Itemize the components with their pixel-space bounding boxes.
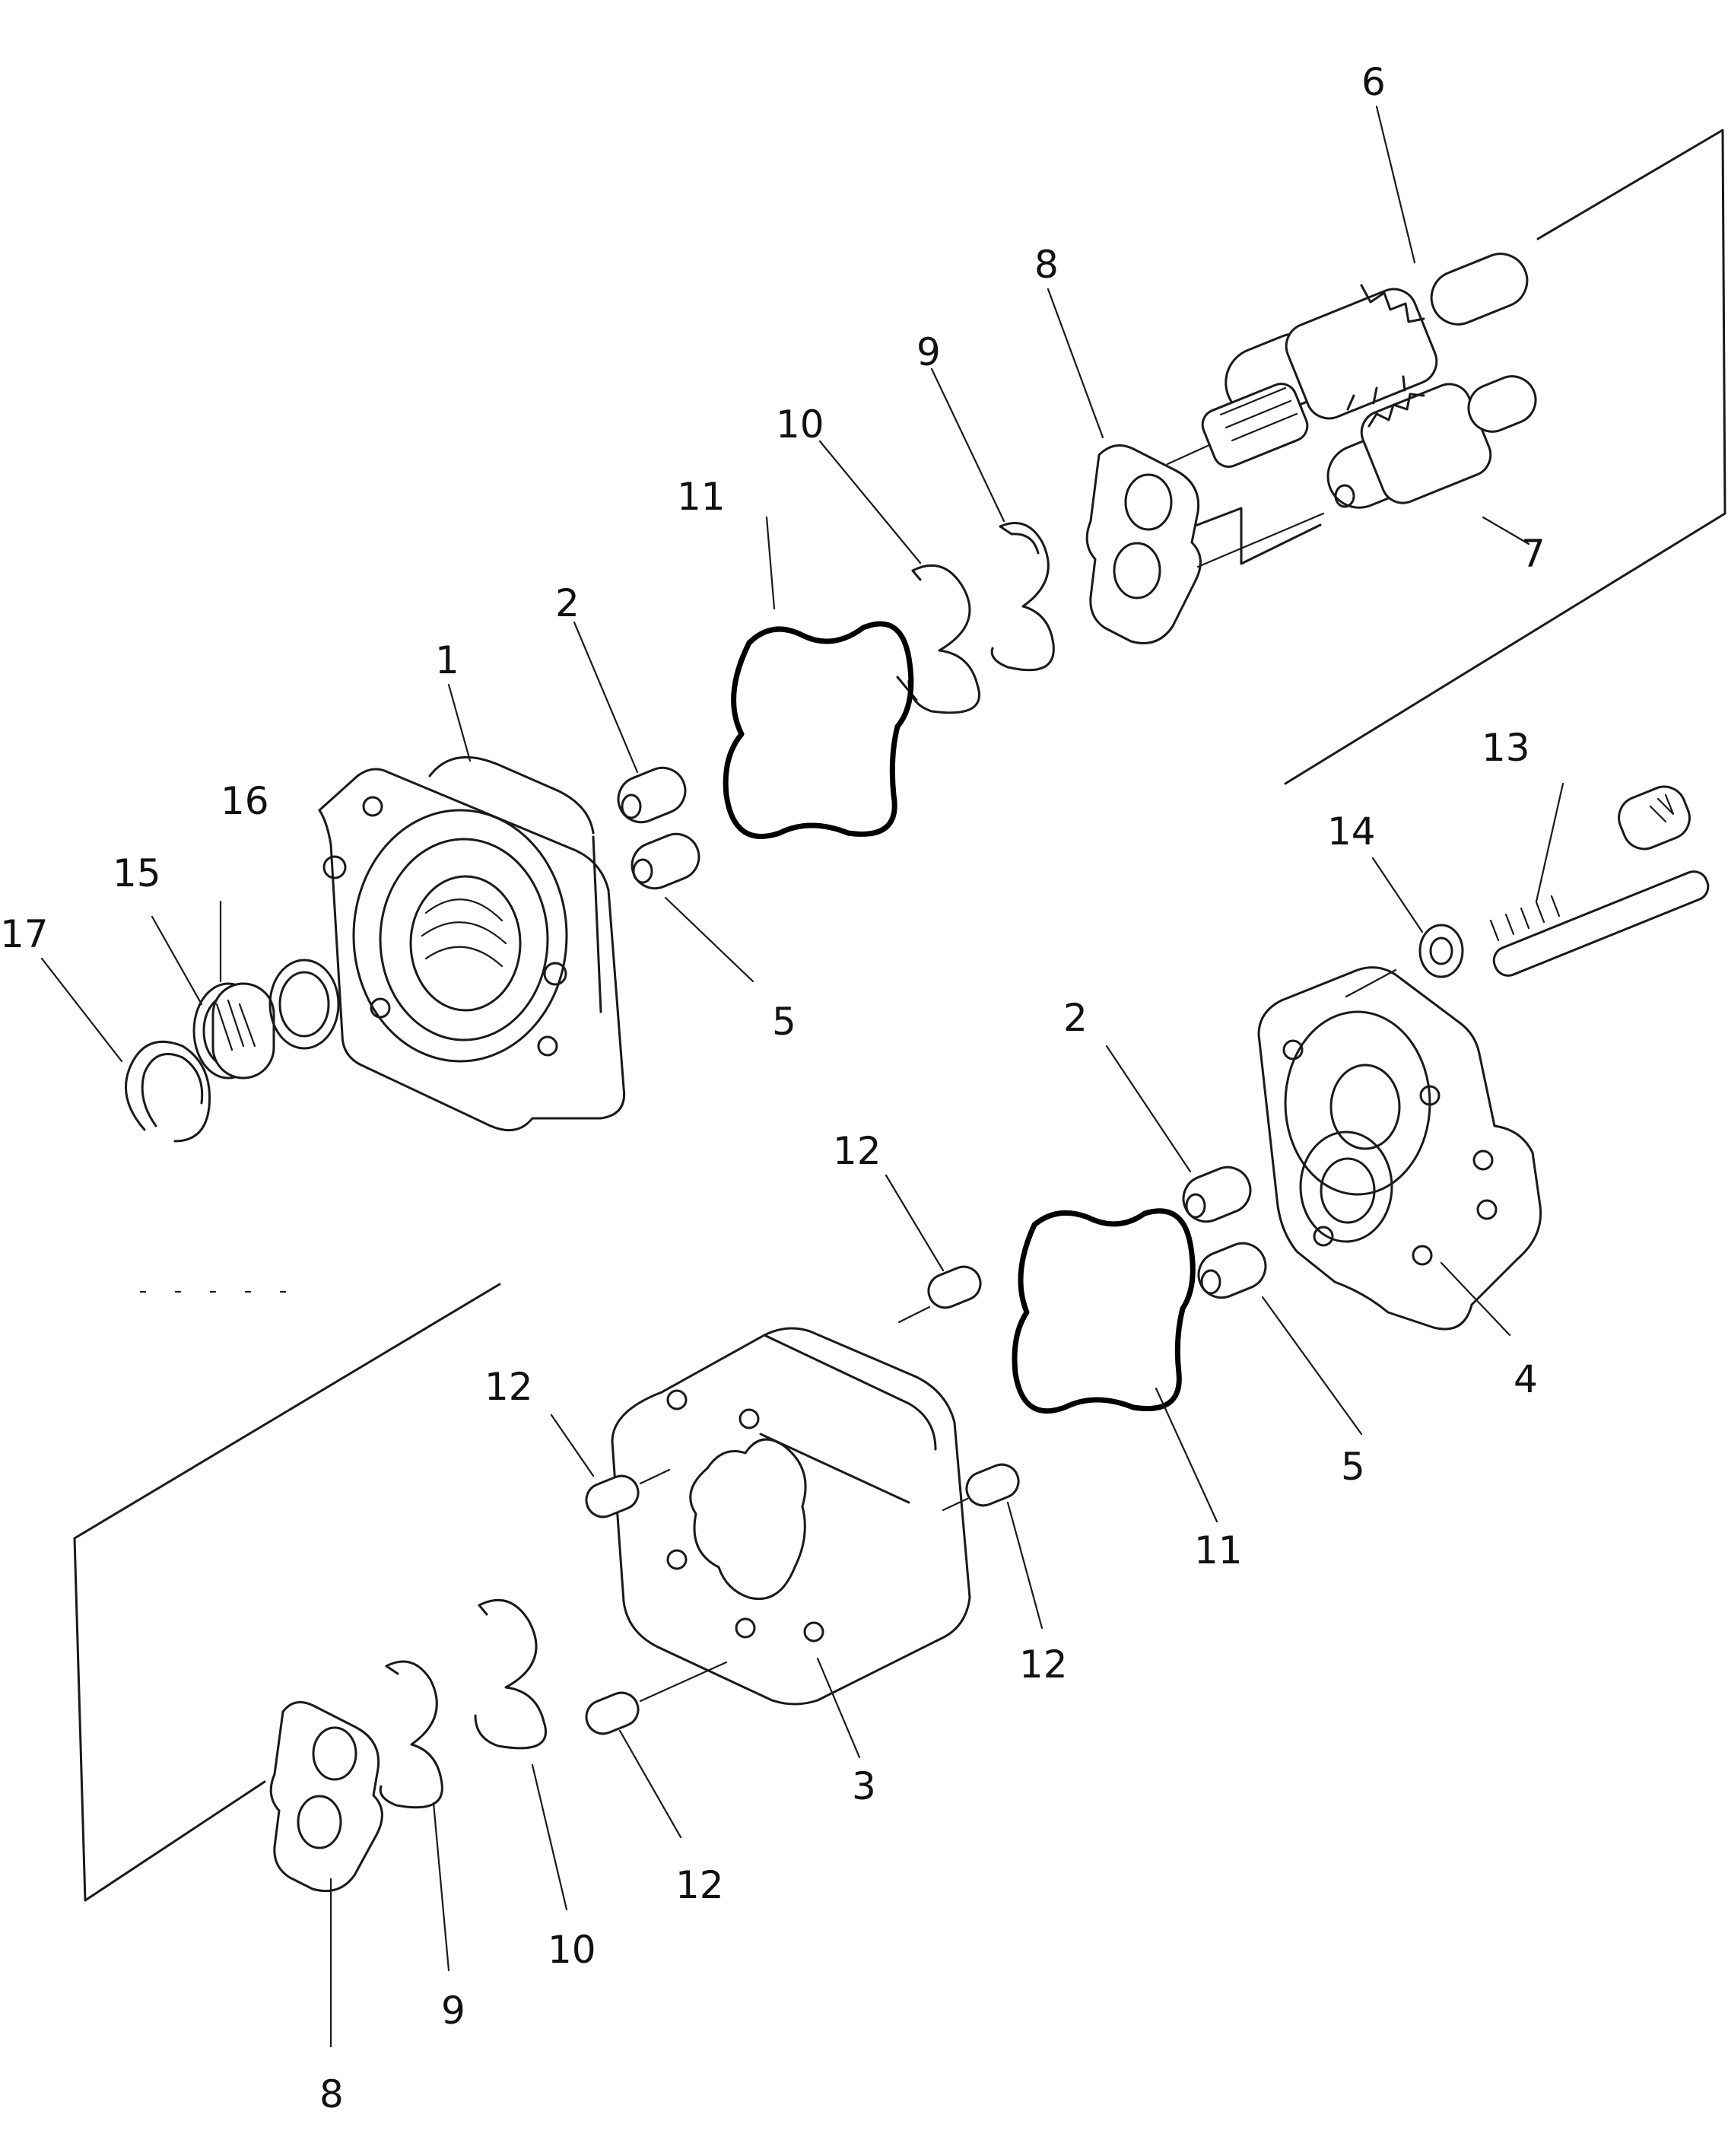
callout-7: 7 [1521,532,1545,576]
driven-gear [1326,375,1537,509]
callout-6: 6 [1361,60,1386,104]
rear-cover [1257,966,1542,1331]
spacer-ring [268,959,340,1050]
seal-clip-10-lower [474,1598,547,1750]
leader-lines [40,105,1564,2048]
side-plate-lower [269,1701,383,1893]
front-cover [318,755,626,1132]
snap-ring [125,1040,211,1143]
bushing-2-lower [1182,1165,1252,1223]
callout-1: 1 [435,638,459,682]
callout-labels: 6 8 9 10 11 2 1 16 15 17 5 7 13 14 2 12 … [0,60,1545,2116]
callout-5-lower: 5 [1341,1445,1365,1489]
assembly-axis-lines [639,444,1397,1703]
callout-12-right: 12 [1019,1642,1068,1687]
callout-5-upper: 5 [772,1000,796,1044]
callout-12-bottom: 12 [675,1863,724,1907]
callout-15: 15 [113,851,161,895]
seal-clip-9-lower [379,1660,443,1809]
dowel-pin-top [927,1265,982,1309]
callout-9-lower: 9 [441,1989,465,2033]
gear-housing [611,1327,971,1706]
dowel-pin-right [965,1463,1020,1507]
callout-11-upper: 11 [677,475,726,519]
o-ring-upper [723,621,914,839]
dowel-pin-bottom [585,1691,640,1735]
callout-3: 3 [852,1764,876,1808]
callout-2-lower: 2 [1063,996,1088,1040]
bushing-2-upper [617,766,687,824]
callout-8-upper: 8 [1034,243,1059,287]
drive-gear-shaft [1201,253,1529,468]
seal-clip-9-upper [990,522,1055,672]
upper-reference-frame [1176,129,1726,785]
callout-10-lower: 10 [548,1928,596,1972]
callout-13: 13 [1482,726,1530,770]
callout-2-upper: 2 [555,581,580,625]
callout-12-left: 12 [484,1365,533,1409]
lower-reference-frame [73,1283,501,1902]
callout-11-lower: 11 [1194,1528,1243,1572]
callout-12-top: 12 [833,1129,881,1173]
bushing-5-lower [1197,1242,1267,1299]
bolt [1489,785,1710,977]
bearing [192,982,275,1080]
callout-8-lower: 8 [319,2072,344,2116]
side-plate-upper [1085,444,1202,644]
seal-clip-10-upper [896,564,980,714]
callout-4: 4 [1514,1357,1538,1401]
washer [1418,924,1464,978]
o-ring-lower [1012,1208,1196,1414]
dowel-pin-left [585,1474,640,1518]
callout-17: 17 [0,912,49,956]
callout-16: 16 [221,779,269,823]
callout-10-upper: 10 [776,402,824,447]
callout-9-upper: 9 [916,330,941,374]
callout-14: 14 [1327,809,1376,854]
bushing-5-upper [631,832,700,890]
